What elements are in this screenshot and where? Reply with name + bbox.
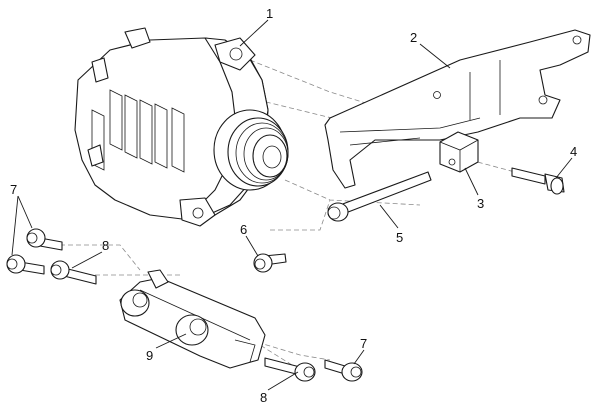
callouts: 1 2 3 4 5 6 7 7 8 8 9: [10, 6, 577, 405]
bolt-8-lower: [264, 357, 316, 382]
callout-7-left: 7: [10, 182, 17, 197]
callout-9: 9: [146, 348, 153, 363]
callout-7-right: 7: [360, 336, 367, 351]
bolt-7-lower-right: [324, 359, 363, 382]
bracket: [324, 29, 591, 189]
engine-mount: [119, 269, 266, 369]
callout-2: 2: [410, 30, 417, 45]
callout-4: 4: [570, 144, 577, 159]
callout-8-lower: 8: [260, 390, 267, 405]
alternator: [74, 27, 289, 227]
callout-8-left: 8: [102, 238, 109, 253]
callout-3: 3: [477, 196, 484, 211]
callout-5: 5: [396, 230, 403, 245]
bolt-7-upper-left: [26, 228, 63, 251]
callout-1: 1: [266, 6, 273, 21]
bolt-6: [253, 253, 287, 273]
leader-lines: [11, 19, 573, 391]
spacer-block: [439, 131, 479, 173]
bolt-8-left: [50, 260, 97, 285]
bolt-5: [327, 171, 432, 222]
callout-6: 6: [240, 222, 247, 237]
bolt-7-lower-left: [6, 254, 45, 275]
bolt-4: [511, 167, 565, 195]
